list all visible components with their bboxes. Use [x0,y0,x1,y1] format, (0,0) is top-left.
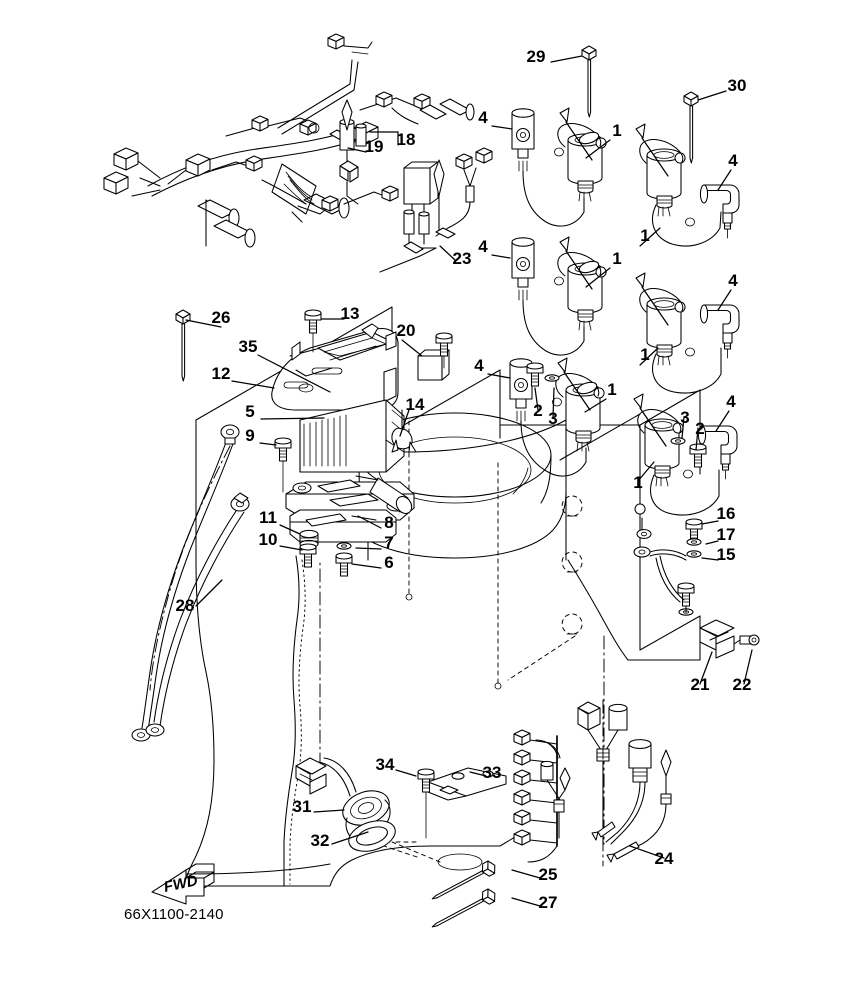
ignition-assembly-1 [511,107,740,247]
callout-label: 35 [239,337,258,356]
battery-cable [131,424,250,742]
callout-cdi-unit: 5 [245,402,254,421]
leader-lines [185,55,753,907]
callout-ignition-coil: 1 [612,249,621,268]
callout-connector: 19 [365,137,384,156]
callout-gasket: 32 [311,831,330,850]
callout-washer: 15 [717,545,736,564]
callout-grommet: 11 [259,508,277,527]
callout-ignition-coil: 1 [612,121,621,140]
callout-washer: 3 [548,409,557,428]
callout-bolt: 6 [384,553,393,572]
wire-harness-assembly [103,33,493,273]
callout-starter-switch: 31 [293,797,312,816]
callout-battery-cable: 28 [176,596,195,615]
callout-wire-harness: 24 [655,849,674,868]
callout-clamp: 14 [406,395,425,414]
callout-spark-plug-cap: 4 [478,237,488,256]
fuse-block-assembly [513,699,672,867]
callout-ignition-coil: 1 [633,473,642,492]
callout-screw: 34 [376,755,395,774]
callout-ignition-coil: 1 [640,226,649,245]
callout-bolt: 16 [717,504,736,523]
callout-bracket: 8 [384,513,393,532]
callout-washer: 3 [680,408,689,427]
callout-relay: 20 [397,321,416,340]
callout-band: 30 [728,76,747,95]
callout-band: 29 [527,47,546,66]
callout-band: 25 [539,865,558,884]
callout-wire-harness-assembly: 18 [397,130,416,149]
callout-bolt: 2 [533,401,542,420]
callout-spark-plug-cap: 4 [474,356,484,375]
callout-bracket: 33 [483,763,502,782]
callout-washer: 17 [717,525,736,544]
callout-washer: 7 [384,533,393,552]
callout-ignition-coil: 1 [640,345,649,364]
alignment-dotted-lines [319,420,605,871]
callout-bolt: 13 [341,304,360,323]
mount-holes [561,495,583,635]
callout-ignition-coil: 1 [607,380,616,399]
engine-lower-body [283,423,701,887]
callout-band: 26 [212,308,231,327]
callout-spark-plug-cap: 4 [728,151,738,170]
callout-damper: 10 [259,530,278,549]
part-number: 66X1100-2140 [124,906,224,923]
callout-terminal-block: 21 [691,675,710,694]
cdi-assembly [271,309,453,577]
fwd-marker: FWD [151,863,215,905]
ignition-assembly-3 [509,357,738,516]
callout-screw: 22 [733,675,752,694]
callout-band: 27 [539,893,558,912]
callout-cover: 12 [212,364,231,383]
fwd-label: FWD [162,872,199,896]
ground-hardware [633,503,760,659]
callout-bolt: 2 [695,419,704,438]
callout-spark-plug-cap: 4 [726,392,736,411]
callout-spark-plug-cap: 4 [728,271,738,290]
callout-bolt: 9 [245,426,254,445]
ignition-assembly-2 [511,236,740,394]
callout-wire-lead: 23 [453,249,472,268]
callout-spark-plug-cap: 4 [478,108,488,127]
